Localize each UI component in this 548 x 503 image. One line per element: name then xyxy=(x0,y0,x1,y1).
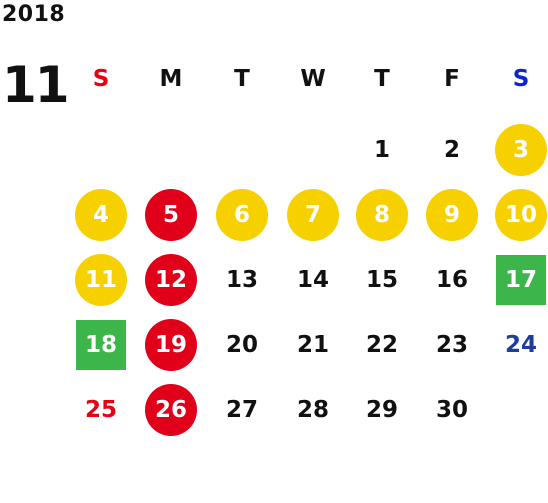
day-cell[interactable]: 5 xyxy=(145,189,197,241)
day-cell[interactable]: 3 xyxy=(495,124,547,176)
day-cell[interactable]: 30 xyxy=(435,397,468,423)
day-cell[interactable]: 15 xyxy=(365,267,398,293)
day-cell[interactable]: 22 xyxy=(365,332,398,358)
weekday-label: S xyxy=(92,66,110,92)
day-cell[interactable]: 28 xyxy=(296,397,329,423)
day-cell[interactable]: 2 xyxy=(443,137,460,163)
day-cell[interactable]: 21 xyxy=(296,332,329,358)
day-cell[interactable]: 24 xyxy=(504,332,537,358)
weekday-label: F xyxy=(444,66,460,92)
day-cell[interactable]: 13 xyxy=(225,267,258,293)
day-cell[interactable]: 25 xyxy=(84,397,117,423)
day-cell[interactable]: 14 xyxy=(296,267,329,293)
day-cell[interactable]: 18 xyxy=(76,320,126,370)
day-cell[interactable]: 29 xyxy=(365,397,398,423)
day-cell[interactable]: 26 xyxy=(145,384,197,436)
day-cell[interactable]: 17 xyxy=(496,255,546,305)
day-cell[interactable]: 19 xyxy=(145,319,197,371)
day-cell[interactable]: 8 xyxy=(356,189,408,241)
weekday-label: W xyxy=(300,66,326,92)
weekday-label: S xyxy=(512,66,530,92)
day-cell[interactable]: 4 xyxy=(75,189,127,241)
day-cell[interactable]: 9 xyxy=(426,189,478,241)
day-cell[interactable]: 7 xyxy=(287,189,339,241)
day-cell[interactable]: 6 xyxy=(216,189,268,241)
day-cell[interactable]: 20 xyxy=(225,332,258,358)
day-cell[interactable]: 16 xyxy=(435,267,468,293)
month-label: 11 xyxy=(2,56,70,114)
weekday-label: M xyxy=(159,66,183,92)
day-cell[interactable]: 10 xyxy=(495,189,547,241)
day-cell[interactable]: 1 xyxy=(373,137,390,163)
weekday-label: T xyxy=(234,66,250,92)
year-label: 2018 xyxy=(2,2,66,27)
day-cell[interactable]: 12 xyxy=(145,254,197,306)
day-cell[interactable]: 27 xyxy=(225,397,258,423)
day-cell[interactable]: 11 xyxy=(75,254,127,306)
day-cell[interactable]: 23 xyxy=(435,332,468,358)
weekday-label: T xyxy=(374,66,390,92)
